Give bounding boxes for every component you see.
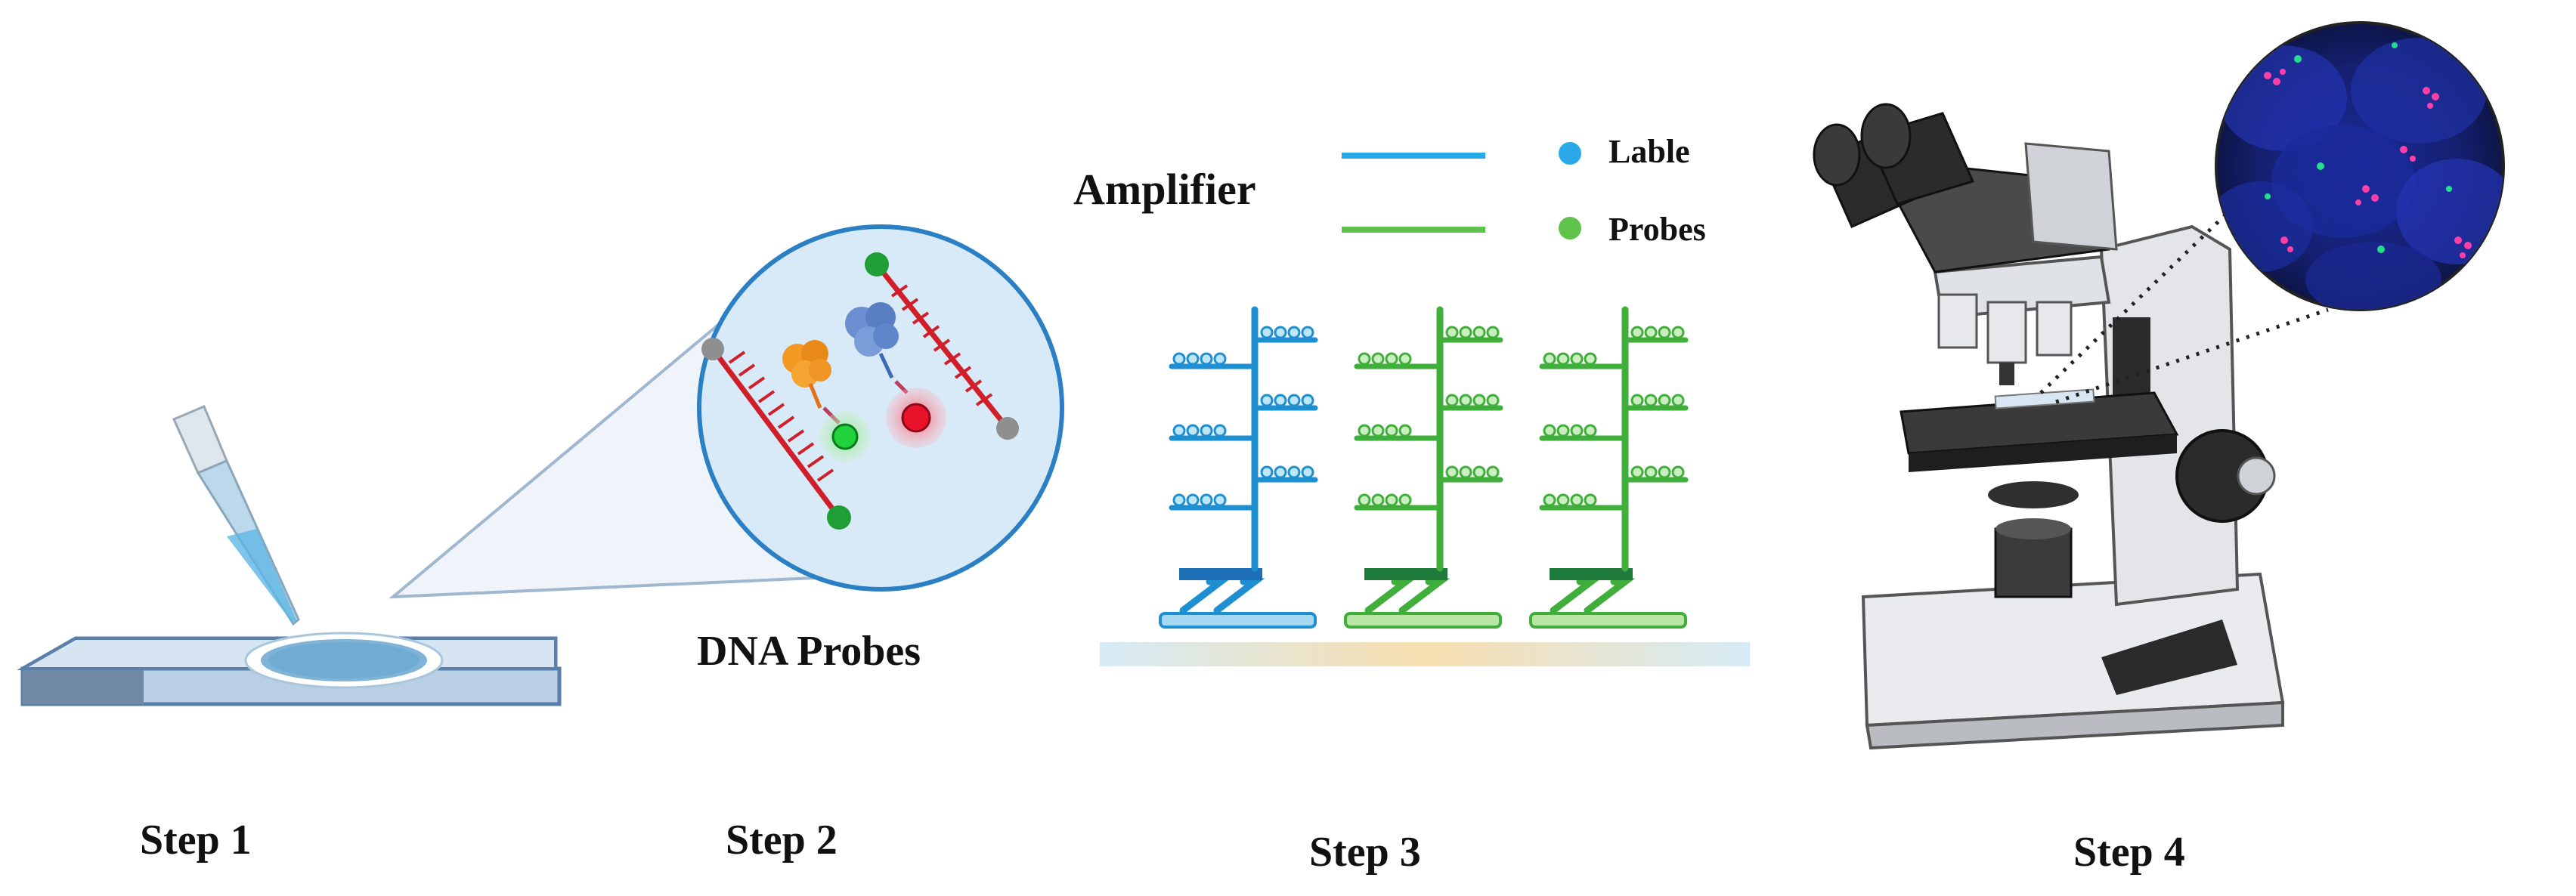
green-fluorophore	[819, 411, 871, 462]
amplifier-tree-green-1	[1344, 306, 1503, 629]
probe-strand-left	[701, 338, 851, 530]
probes-legend-text: Probes	[1608, 211, 1706, 248]
specimen-slide	[1994, 388, 2095, 409]
pipette-icon	[172, 405, 300, 626]
step-2-label: Step 2	[726, 817, 838, 864]
dna-probes-label: DNA Probes	[697, 628, 921, 675]
lable-legend-dot	[1559, 142, 1581, 165]
branched-amplifier-illustration	[1100, 298, 1750, 680]
dna-probes-zoom-circle	[697, 224, 1064, 592]
step-4-label: Step 4	[2073, 829, 2185, 876]
tissue-sample	[244, 632, 444, 689]
fluorescence-cells-image	[2215, 21, 2505, 311]
amplifier-legend	[1342, 142, 1581, 239]
step1-slide-illustration	[17, 405, 562, 706]
lable-legend-text: Lable	[1608, 133, 1690, 170]
red-fluorophore	[886, 388, 946, 448]
microscope-illustration	[1813, 103, 2285, 750]
amplifier-tree-blue	[1159, 306, 1318, 629]
step-3-label: Step 3	[1309, 829, 1421, 876]
eyepieces	[1813, 103, 1975, 228]
amplifier-tree-green-2	[1529, 306, 1689, 629]
amplifier-label: Amplifier	[1073, 165, 1256, 214]
probe-strand-right	[865, 252, 1019, 440]
probes-legend-dot	[1559, 217, 1581, 239]
zoom-dotted-lines	[2039, 184, 2329, 404]
orange-protein	[782, 340, 841, 425]
step-1-label: Step 1	[140, 817, 252, 864]
blue-protein	[845, 302, 909, 394]
